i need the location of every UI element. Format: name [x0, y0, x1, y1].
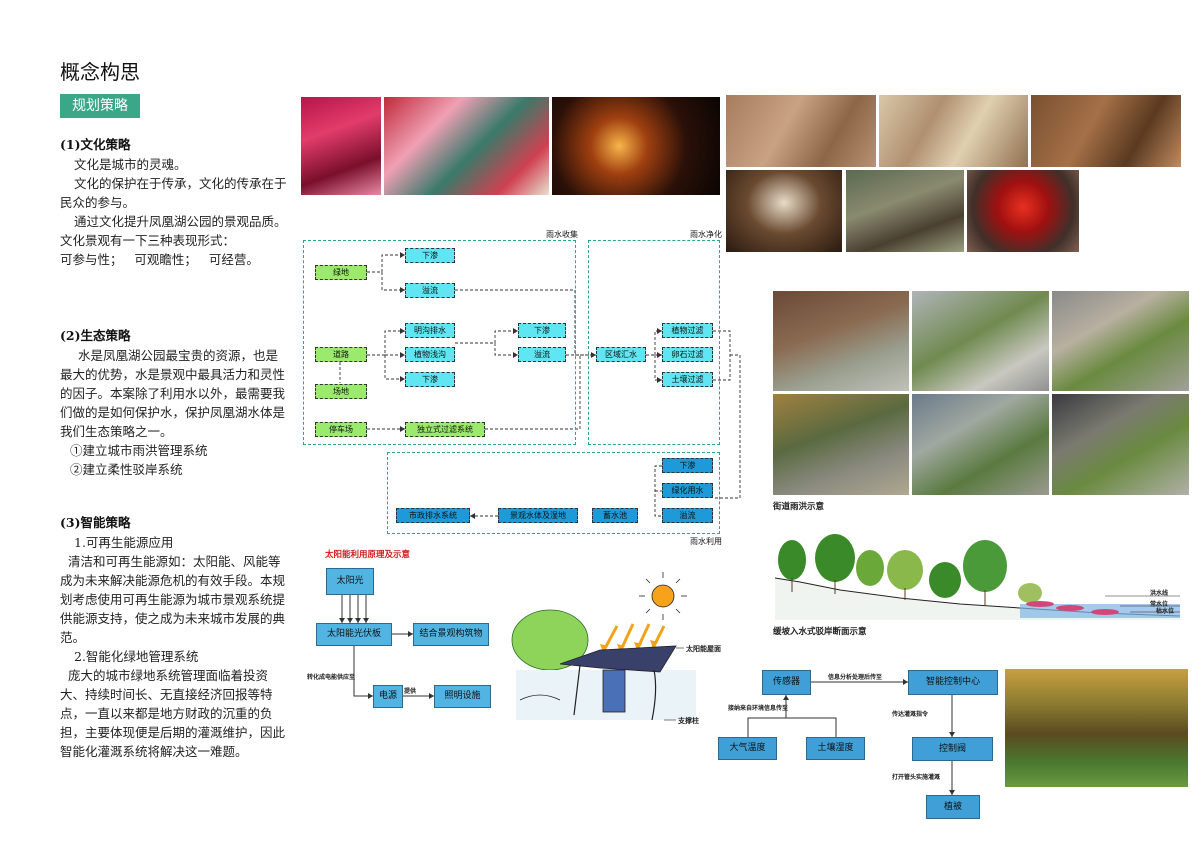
node-infiltrate-1: 下渗: [405, 248, 455, 263]
photo-info-sign: [773, 394, 909, 495]
culture-line-2: 文化的保护在于传承，文化的传承在于民众的参与。: [60, 176, 287, 210]
purify-label: 雨水净化: [690, 230, 722, 239]
solar-combine-box: 结合景观构筑物: [413, 623, 489, 646]
irrigation-note-1: 信息分析处理后传至: [828, 674, 883, 681]
node-filter-system: 独立式过滤系统: [405, 422, 485, 437]
solar-caption: 太阳能利用原理及示意: [325, 550, 411, 560]
bank-caption: 缓坡入水式驳岸断面示意: [773, 627, 867, 637]
irrigation-note-3: 传达灌溉指令: [892, 711, 929, 718]
solar-note-1: 转化成电能供应至: [307, 674, 356, 681]
node-infiltrate-2: 下渗: [405, 372, 455, 387]
node-gravel-filter: 卵石过滤: [662, 347, 713, 362]
smart-paragraph-1: 清洁和可再生能源如：太阳能、风能等成为未来解决能源危机的有效手段。本规划考虑使用…: [60, 554, 286, 645]
ecology-section: (2)生态策略 水是凤凰湖公园最宝贵的资源，也是最大的优势，水是景观中最具活力和…: [60, 325, 290, 479]
solar-lighting-box: 照明设施: [434, 685, 491, 708]
sun-icon: [639, 572, 687, 620]
collect-group: [303, 240, 576, 445]
node-overflow-2: 溢流: [518, 347, 566, 362]
node-plant-filter: 植物过滤: [662, 323, 713, 338]
node-soil-filter: 土壤过滤: [662, 372, 713, 387]
photo-drum-sculpture: [726, 170, 842, 252]
flood-line-label: 洪水线: [1150, 590, 1169, 597]
photo-stone-relief: [726, 95, 876, 167]
low-line-label: 枯水位: [1156, 608, 1175, 615]
photo-curb-planter: [912, 291, 1049, 391]
photo-irrigated-forest: [1005, 669, 1188, 787]
sensor-box: 传感器: [762, 670, 811, 695]
ecology-paragraph: 水是凤凰湖公园最宝贵的资源，也是最大的优势，水是景观中最具活力和灵性的因子。本案…: [60, 348, 286, 439]
section-badge: 规划策略: [60, 94, 140, 118]
node-storage: 蓄水池: [592, 508, 638, 523]
collect-label: 雨水收集: [546, 230, 578, 239]
photo-bronze-figures: [1031, 95, 1181, 167]
ecology-item-1: ①建立城市雨洪管理系统: [70, 443, 208, 458]
node-parking: 停车场: [315, 422, 367, 437]
normal-line-label: 常水位: [1150, 601, 1169, 608]
node-overflow-1: 溢流: [405, 283, 455, 298]
reuse-label: 雨水利用: [690, 537, 722, 546]
node-municipal: 市政排水系统: [396, 508, 470, 523]
solar-roof-label: 太阳能屋面: [686, 645, 721, 653]
node-collect-area: 区域汇水: [596, 347, 646, 362]
smart-sub-2: 2.智能化绿地管理系统: [74, 649, 199, 664]
culture-heading: (1)文化策略: [60, 137, 131, 152]
solar-column-label: 支撑柱: [678, 717, 699, 725]
page-title: 概念构思: [60, 60, 140, 84]
node-green-water: 绿化用水: [662, 483, 713, 498]
node-road: 道路: [315, 347, 367, 362]
photo-fire-dragon: [552, 97, 720, 195]
soil-moisture-box: 土壤湿度: [806, 737, 865, 760]
ecology-heading: (2)生态策略: [60, 328, 131, 343]
culture-section: (1)文化策略 文化是城市的灵魂。 文化的保护在于传承，文化的传承在于民众的参与…: [60, 134, 290, 269]
culture-line-5: 可参与性； 可观瞻性； 可经营。: [60, 252, 259, 267]
photo-festival-dance: [384, 97, 549, 195]
solar-sun-box: 太阳光: [326, 568, 374, 595]
node-infiltrate-4: 下渗: [662, 458, 713, 473]
air-temp-box: 大气温度: [718, 737, 777, 760]
smart-sub-1: 1.可再生能源应用: [74, 535, 174, 550]
smart-paragraph-2: 庞大的城市绿地系统管理面临着投资大、持续时间长、无直接经济回报等特点，一直以来都…: [60, 668, 286, 759]
culture-line-4: 文化景观有一下三种表现形式：: [60, 233, 236, 248]
node-greenland: 绿地: [315, 265, 367, 280]
solar-power-box: 电源: [373, 685, 403, 708]
ecology-item-2: ②建立柔性驳岸系统: [70, 462, 183, 477]
purify-group: [588, 240, 720, 445]
photo-stormwater-grate: [773, 291, 909, 391]
solar-note-2: 提供: [404, 688, 417, 695]
photo-rain-channel: [1052, 291, 1189, 391]
node-overflow-3: 溢流: [662, 508, 713, 523]
irrigation-note-2: 接纳来自环境信息传至: [728, 705, 789, 712]
control-center-box: 智能控制中心: [908, 670, 998, 695]
street-caption: 街道雨洪示意: [773, 502, 825, 512]
photo-folk-performance: [301, 97, 381, 195]
solar-scene: [511, 609, 696, 721]
node-ditch: 明沟排水: [405, 323, 455, 338]
irrigation-note-4: 打开管头实施灌溉: [892, 774, 941, 781]
photo-bioswale-street: [912, 394, 1049, 495]
node-square: 场地: [315, 384, 367, 399]
photo-rain-garden: [1052, 394, 1189, 495]
node-plant-ditch: 植物浅沟: [405, 347, 455, 362]
solar-panel-box: 太阳能光伏板: [316, 623, 392, 646]
reuse-group: [387, 452, 720, 534]
vegetation-box: 植被: [926, 795, 980, 819]
culture-line-3: 通过文化提升凤凰湖公园的景观品质。: [74, 214, 287, 229]
photo-painted-relief: [879, 95, 1028, 167]
photo-street-statues: [846, 170, 964, 252]
photo-red-lanterns: [967, 170, 1079, 252]
control-valve-box: 控制阀: [912, 737, 993, 761]
culture-line-1: 文化是城市的灵魂。: [74, 157, 187, 172]
node-landscape-water: 景观水体及湿地: [498, 508, 578, 523]
smart-section: (3)智能策略 1.可再生能源应用 清洁和可再生能源如：太阳能、风能等成为未来解…: [60, 512, 290, 761]
smart-heading: (3)智能策略: [60, 515, 131, 530]
node-infiltrate-3: 下渗: [518, 323, 566, 338]
